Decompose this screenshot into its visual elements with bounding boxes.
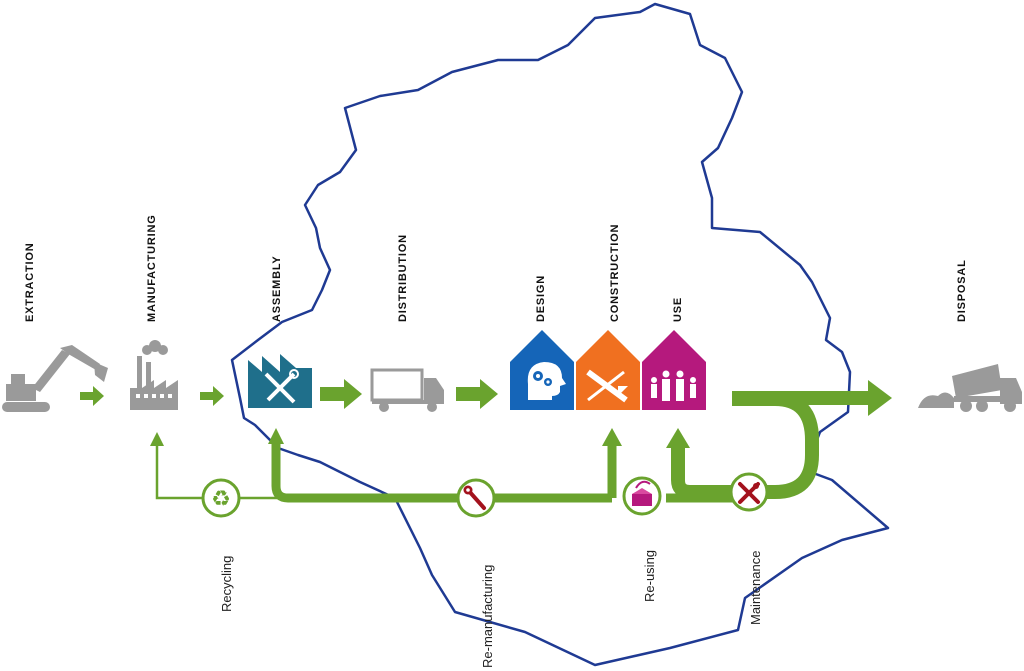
reusing-node xyxy=(622,476,662,516)
stage-label-design: DESIGN xyxy=(535,275,547,322)
recycle-icon: ♻ xyxy=(211,487,231,512)
stage-label-assembly: ASSEMBLY xyxy=(271,255,283,322)
loop-label-recycling: Recycling xyxy=(219,556,234,612)
stage-label-distribution: DISTRIBUTION xyxy=(397,234,409,322)
stage-label-manufacturing: MANUFACTURING xyxy=(146,214,158,322)
stage-label-disposal: DISPOSAL xyxy=(956,259,968,322)
recycling-node: ♻ xyxy=(201,478,241,518)
flow-arrows xyxy=(80,379,892,416)
tools-maintenance-icon xyxy=(738,482,760,504)
stage-label-extraction: EXTRACTION xyxy=(24,243,36,323)
construction-tools-icon xyxy=(576,330,640,410)
excavator-icon xyxy=(2,345,108,412)
maintenance-arrowhead xyxy=(666,428,690,448)
factory-icon xyxy=(130,340,178,410)
flow-arrow-use-disposal xyxy=(732,380,892,416)
remanufacturing-node xyxy=(456,478,496,518)
reusing-arrowhead xyxy=(602,428,622,446)
loop-label-maintenance: Maintenance xyxy=(748,551,763,625)
stage-label-use: USE xyxy=(672,297,684,322)
assembly-tools-icon xyxy=(248,354,312,408)
remanufacturing-loop xyxy=(271,440,612,503)
box-reuse-icon xyxy=(632,480,652,506)
maintenance-loop xyxy=(671,392,819,499)
stage-label-construction: CONSTRUCTION xyxy=(609,224,621,322)
truck-icon xyxy=(370,368,444,412)
maintenance-node xyxy=(729,472,769,512)
wrench-icon xyxy=(463,485,486,510)
loop-label-remanufacturing: Re-manufacturing xyxy=(480,565,495,668)
flow-arrow-manufacturing-assembly xyxy=(200,386,224,406)
dump-truck-icon xyxy=(918,364,1022,412)
family-house-icon xyxy=(642,330,706,410)
flow-arrow-extraction-manufacturing xyxy=(80,386,104,406)
design-head-gears-icon xyxy=(510,330,574,410)
loop-label-reusing: Re-using xyxy=(642,550,657,602)
flow-arrow-distribution-design xyxy=(456,379,498,409)
remanufacturing-arrowhead xyxy=(268,428,284,444)
flow-arrow-assembly-distribution xyxy=(320,379,362,409)
recycling-arrowhead xyxy=(150,432,164,446)
region-boundary xyxy=(230,2,890,667)
